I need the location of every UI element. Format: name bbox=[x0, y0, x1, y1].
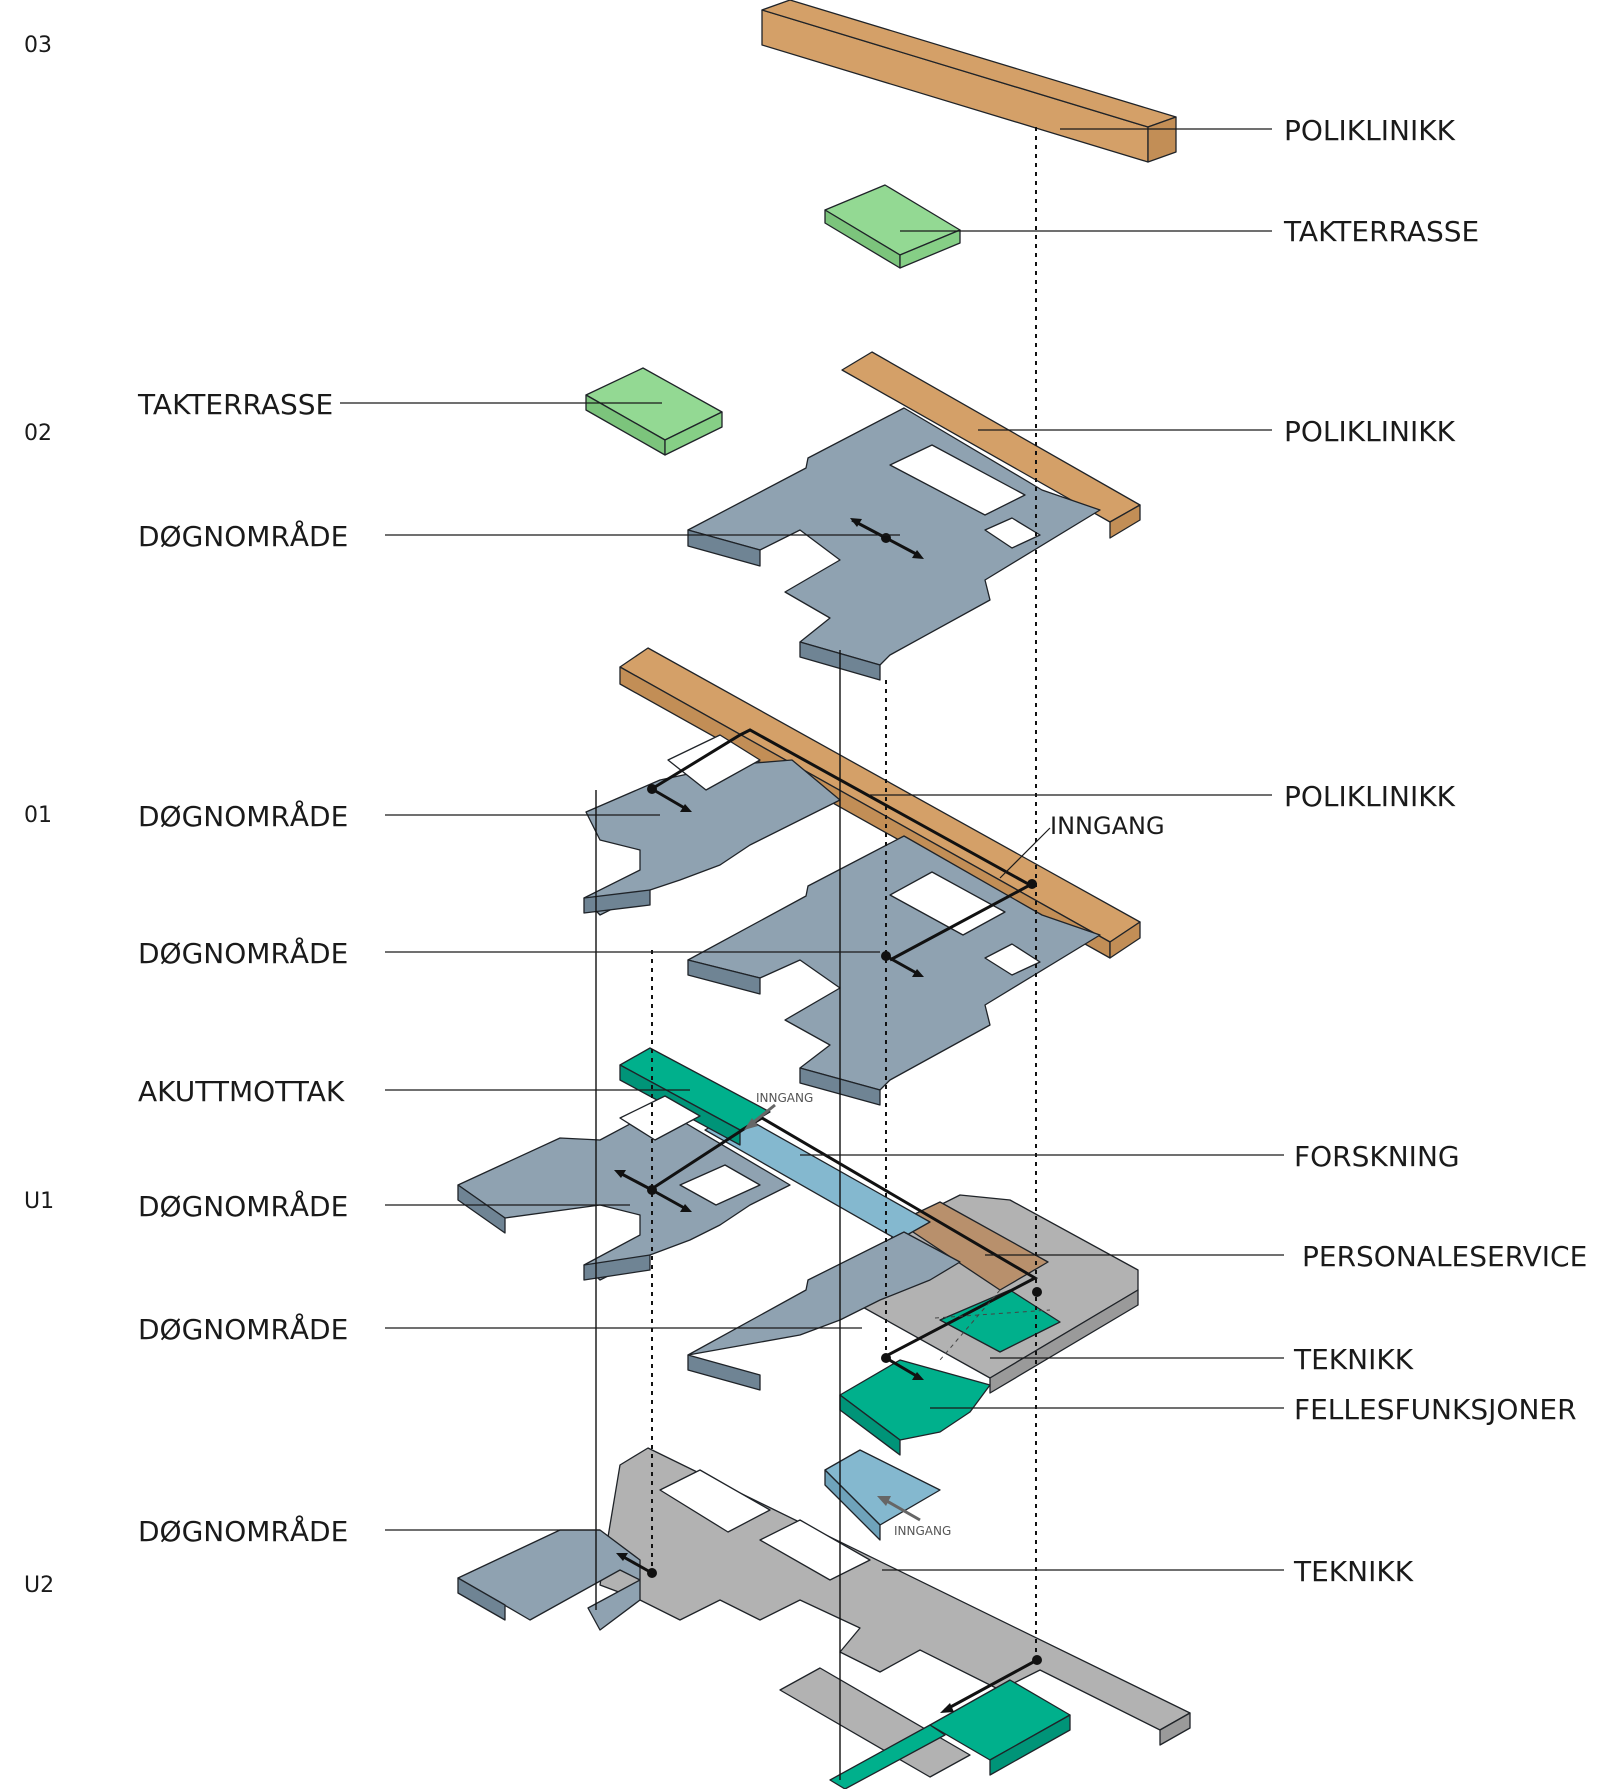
circulation-route-u2 bbox=[616, 1553, 1042, 1713]
label-dognomrade-01a: DØGNOMRÅDE bbox=[138, 799, 348, 833]
entry-arrows-u1 bbox=[744, 1103, 921, 1522]
label-inngang-u1-bottom: INNGANG bbox=[894, 1524, 951, 1538]
level-u2: U2 bbox=[24, 1573, 54, 1598]
labels: 03 02 01 U1 U2 POLIKLINIKK TAKTERRASSE T… bbox=[24, 33, 1587, 1598]
label-fellesfunksjoner: FELLESFUNKSJONER bbox=[1294, 1393, 1577, 1426]
circulation-route-u1 bbox=[614, 1116, 1051, 1380]
takterrasse-block-02 bbox=[585, 367, 723, 456]
takterrasse-block-03 bbox=[824, 184, 961, 269]
label-dognomrade-01b: DØGNOMRÅDE bbox=[138, 936, 348, 970]
fellesfunksjoner-block bbox=[839, 1289, 1061, 1456]
vertical-alignment-lines bbox=[595, 127, 1037, 1780]
poliklinikk-block-03 bbox=[761, 0, 1177, 163]
dognomrade-block-01a bbox=[583, 734, 841, 916]
level-03: 03 bbox=[24, 33, 52, 58]
floor-03 bbox=[761, 0, 1177, 269]
label-dognomrade-u1b: DØGNOMRÅDE bbox=[138, 1312, 348, 1346]
level-u1: U1 bbox=[24, 1189, 54, 1214]
level-01: 01 bbox=[24, 803, 52, 828]
label-inngang-01: INNGANG bbox=[1050, 812, 1165, 840]
circulation-route-01 bbox=[647, 728, 1037, 977]
fellesfunksjoner-block-u2 bbox=[829, 1679, 1071, 1789]
floor-u1 bbox=[457, 1047, 1139, 1541]
teknikk-block-u2 bbox=[599, 1447, 1191, 1778]
label-inngang-u1-top: INNGANG bbox=[756, 1091, 813, 1105]
level-02: 02 bbox=[24, 421, 52, 446]
label-forskning: FORSKNING bbox=[1294, 1140, 1460, 1173]
forskning-entry-block bbox=[824, 1449, 941, 1541]
leader-lines bbox=[340, 128, 1284, 1571]
label-poliklinikk-01: POLIKLINIKK bbox=[1284, 780, 1456, 813]
dognomrade-block-01b bbox=[687, 835, 1101, 1106]
label-teknikk-u1: TEKNIKK bbox=[1293, 1343, 1414, 1376]
poliklinikk-block-02 bbox=[841, 351, 1141, 539]
label-poliklinikk-03: POLIKLINIKK bbox=[1284, 114, 1456, 147]
label-poliklinikk-02: POLIKLINIKK bbox=[1284, 415, 1456, 448]
label-dognomrade-u2: DØGNOMRÅDE bbox=[138, 1514, 348, 1548]
label-takterrasse-02: TAKTERRASSE bbox=[137, 388, 333, 421]
label-dognomrade-02: DØGNOMRÅDE bbox=[138, 519, 348, 553]
label-teknikk-u2: TEKNIKK bbox=[1293, 1555, 1414, 1588]
floor-01 bbox=[583, 647, 1141, 1106]
label-dognomrade-u1a: DØGNOMRÅDE bbox=[138, 1189, 348, 1223]
floor-u2 bbox=[457, 1447, 1191, 1789]
floor-02 bbox=[585, 351, 1141, 681]
label-akuttmottak: AKUTTMOTTAK bbox=[138, 1075, 345, 1108]
label-takterrasse-03: TAKTERRASSE bbox=[1283, 215, 1479, 248]
personaleservice-block bbox=[897, 1201, 1049, 1291]
dognomrade-block-u1a bbox=[457, 1095, 791, 1281]
label-personaleservice: PERSONALESERVICE bbox=[1302, 1240, 1587, 1273]
